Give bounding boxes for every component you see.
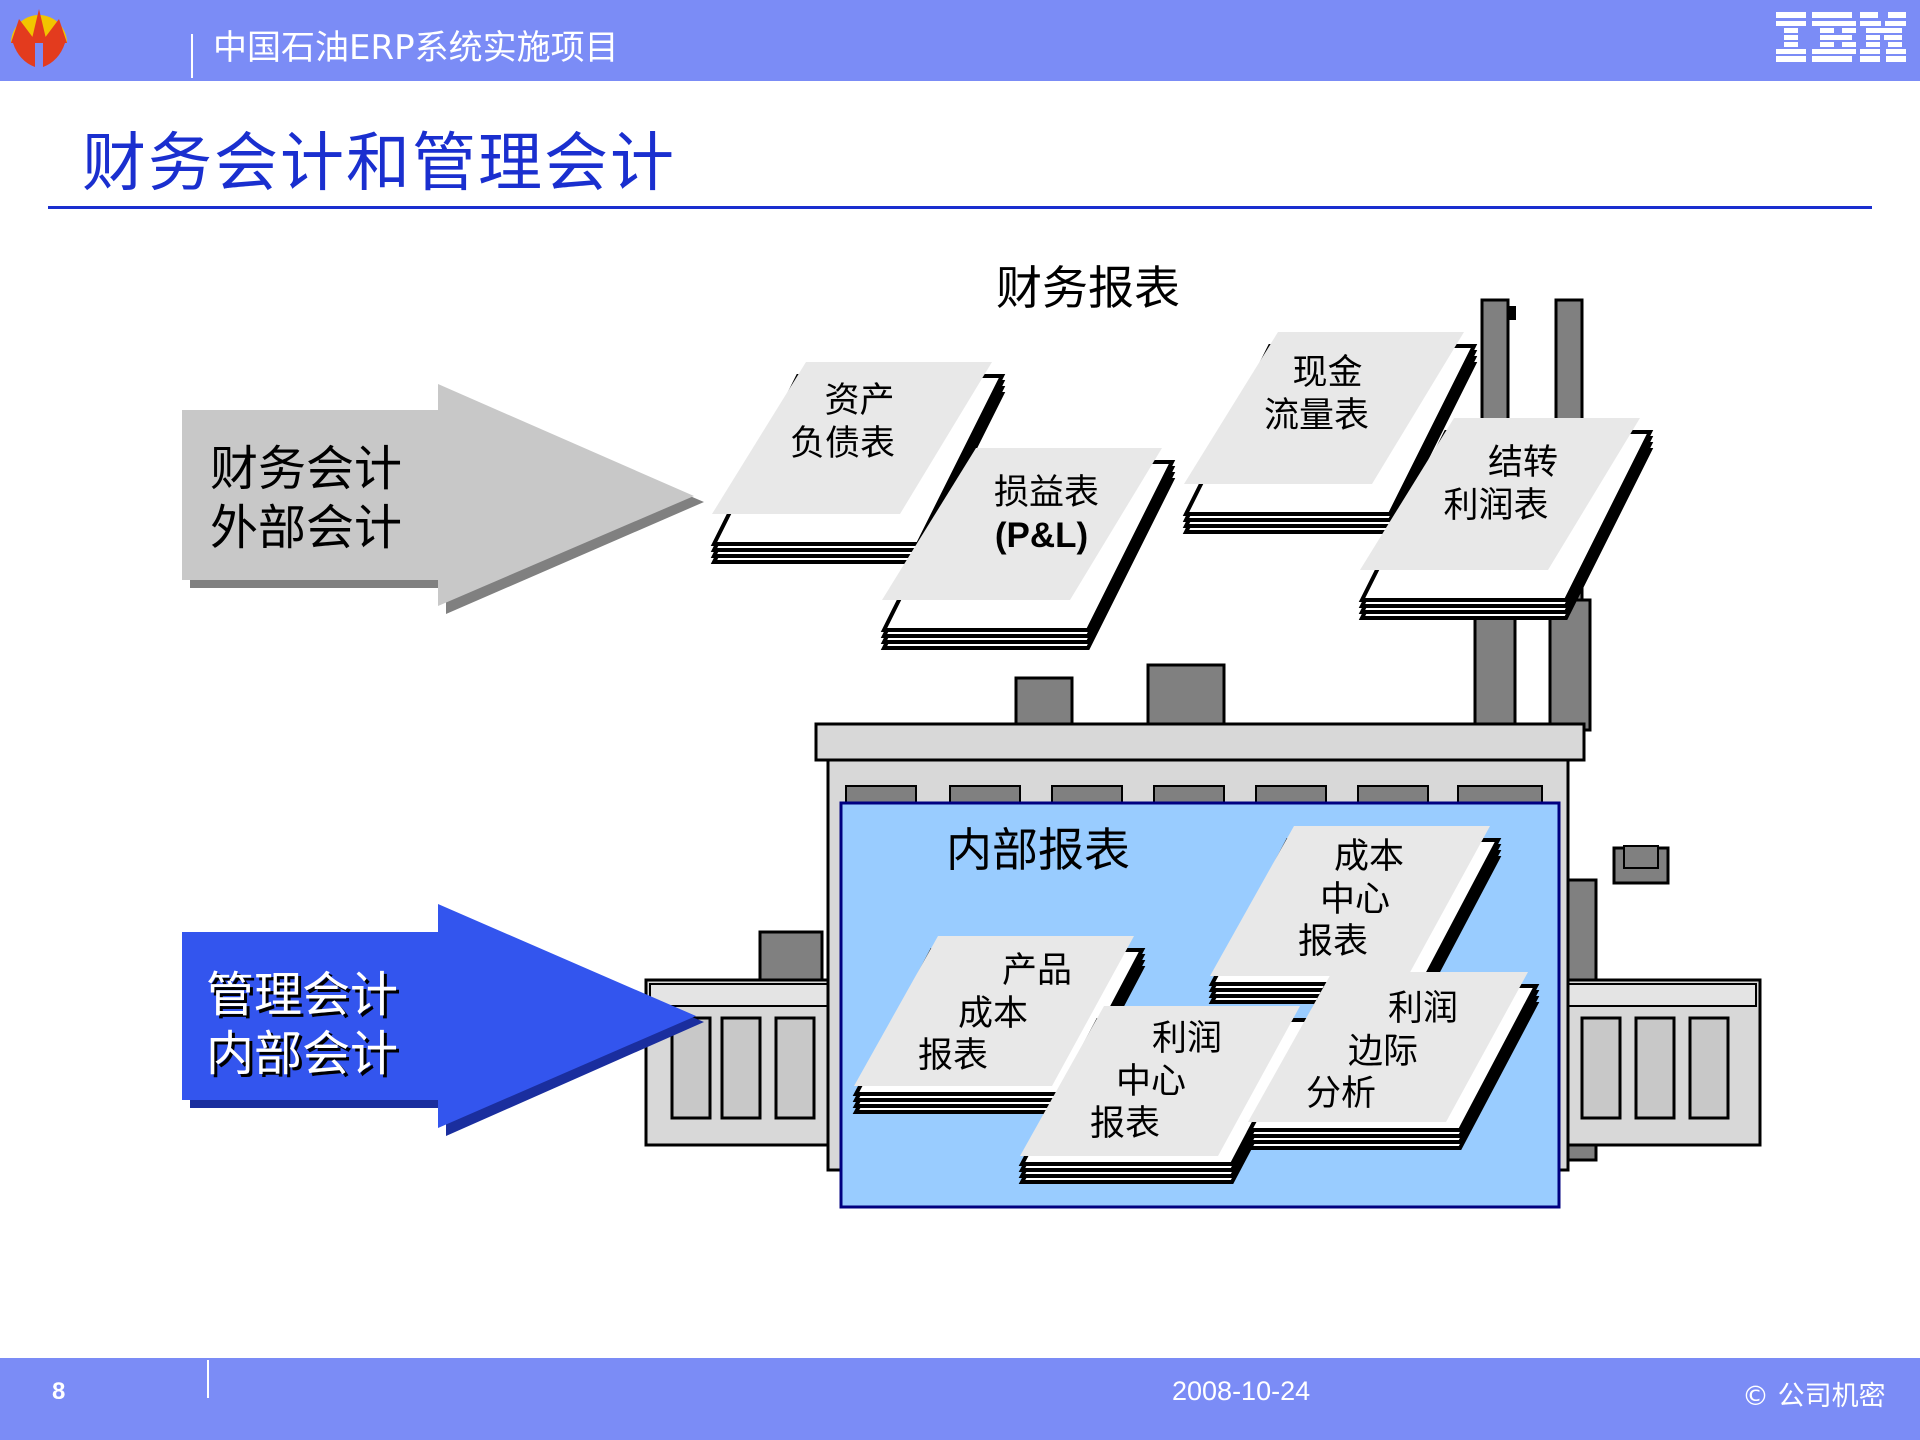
doc-profit-margin: [1246, 972, 1540, 1150]
report-line: 负债表: [790, 423, 896, 464]
report-line: 利润: [1152, 1019, 1223, 1059]
footer-date: 2008-10-24: [1172, 1376, 1311, 1406]
title-underline: [48, 206, 1872, 209]
report-line: 成本: [1334, 837, 1405, 877]
arrow-line: 外部会计: [210, 499, 403, 556]
report-label-product-cost: 产品 成本 报表: [918, 950, 1072, 1078]
report-label-profit-center: 利润 中心 报表: [1090, 1018, 1222, 1146]
header-bar: [0, 0, 1920, 81]
report-label-cash-flow: 现金 流量表: [1264, 352, 1369, 437]
header-separator: [191, 34, 193, 78]
report-line: 利润表: [1443, 485, 1549, 526]
report-line: 边际: [1348, 1031, 1419, 1072]
factory-right-wing: [1558, 878, 1762, 1162]
report-line: (P&L): [994, 515, 1089, 555]
ibm-logo-icon: [1776, 12, 1906, 68]
arrow-line: 管理会计: [206, 967, 399, 1023]
project-title: 中国石油ERP系统实施项目: [213, 28, 619, 68]
arrow-management-label: 管理会计 内部会计: [206, 966, 398, 1083]
report-line: 报表: [1298, 922, 1369, 963]
factory-left-wing: [644, 978, 834, 1147]
report-label-profit-margin: 利润 边际 分析: [1306, 988, 1458, 1116]
report-line: 分析: [1306, 1074, 1377, 1115]
internal-reports-heading: 内部报表: [946, 823, 1130, 877]
report-line: 流量表: [1264, 395, 1370, 436]
arrow-financial: [182, 384, 704, 614]
page-number: 8: [52, 1378, 66, 1405]
footer-bar: [0, 1358, 1920, 1440]
left-vent: [758, 930, 824, 986]
cnpc-logo-icon: [6, 4, 72, 74]
doc-cash-flow: [1182, 332, 1478, 534]
report-line: 中心: [1116, 1061, 1187, 1102]
report-line: 产品: [1002, 951, 1073, 991]
footer-separator: [207, 1360, 209, 1398]
roof-block-1: [1014, 676, 1074, 728]
doc-income-statement: [880, 448, 1176, 650]
doc-balance-sheet: [710, 362, 1006, 564]
report-label-balance-sheet: 资产 负债表: [790, 380, 895, 465]
confidential-notice: © 公司机密: [1742, 1381, 1886, 1412]
report-line: 资产: [824, 381, 895, 421]
financial-reports-heading: 财务报表: [996, 261, 1180, 315]
report-line: 损益表: [994, 473, 1100, 513]
report-line: 中心: [1320, 879, 1391, 920]
report-line: 现金: [1292, 353, 1363, 393]
report-line: 报表: [1090, 1104, 1161, 1145]
arrow-line: 财务会计: [210, 441, 403, 497]
page-title: 财务会计和管理会计: [82, 127, 676, 201]
report-line: 利润: [1388, 989, 1459, 1029]
report-line: 成本: [958, 993, 1029, 1034]
roof-block-2: [1146, 663, 1226, 728]
doc-profit-center: [1018, 1006, 1312, 1184]
report-label-cost-center: 成本 中心 报表: [1298, 836, 1404, 964]
arrow-line: 内部会计: [206, 1025, 399, 1082]
report-line: 结转: [1488, 443, 1559, 483]
report-line: 报表: [918, 1036, 989, 1077]
report-label-carry-over-profit: 结转 利润表: [1434, 442, 1559, 527]
arrow-management: [182, 904, 704, 1136]
arrow-financial-label: 财务会计 外部会计: [210, 440, 402, 557]
report-label-income-statement: 损益表 (P&L): [984, 472, 1099, 557]
doc-carry-over-profit: [1358, 418, 1654, 620]
